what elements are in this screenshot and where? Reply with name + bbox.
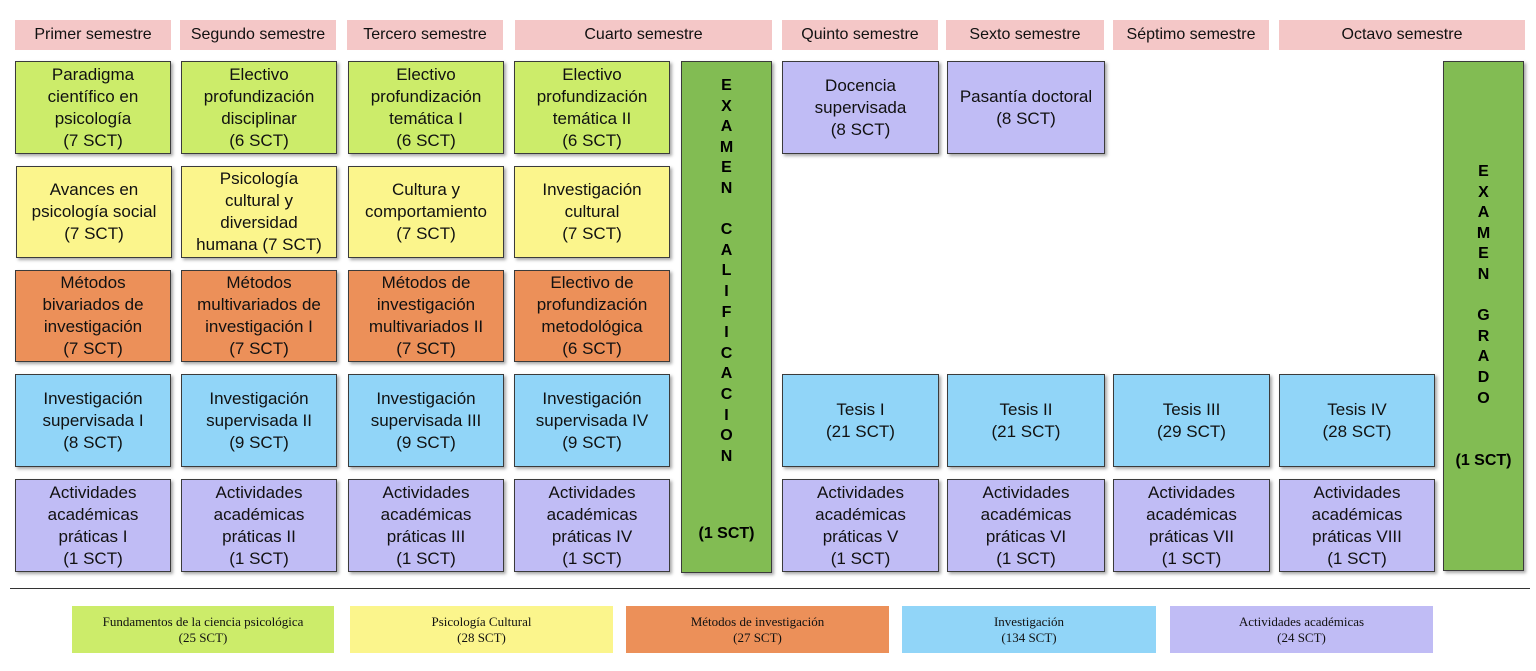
legend-sct: (27 SCT) [733,629,782,645]
course-box: Actividades académicas práticas VIII (1 … [1279,479,1435,572]
legend-sct: (24 SCT) [1277,629,1326,645]
course-box: Actividades académicas práticas IV (1 SC… [514,479,670,572]
course-box: Investigación supervisada I (8 SCT) [15,374,171,467]
course-box: Actividades académicas práticas II (1 SC… [181,479,337,572]
course-box: Avances en psicología social (7 SCT) [16,166,172,258]
legend-label: Psicología Cultural [431,613,532,629]
examen-grado-bar: E X A M E N G R A D O (1 SCT) [1443,61,1524,571]
course-box: Paradigma científico en psicología (7 SC… [15,61,171,154]
legend-label: Actividades académicas [1238,613,1365,629]
course-box: Psicología cultural y diversidad humana … [181,166,337,258]
examen-calificacion-label: E X A M E N C A L I F I C A C I O N [719,77,734,465]
course-box: Docencia supervisada (8 SCT) [782,61,939,154]
course-box: Investigación supervisada II (9 SCT) [181,374,337,467]
divider-line [10,588,1530,589]
header-semester-7: Séptimo semestre [1113,20,1269,50]
legend-label: Investigación [993,613,1065,629]
examen-calificacion-sct: (1 SCT) [698,525,755,542]
course-box: Cultura y comportamiento (7 SCT) [348,166,504,258]
header-semester-6: Sexto semestre [946,20,1104,50]
course-box: Actividades académicas práticas I (1 SCT… [15,479,171,572]
legend-cultural: Psicología Cultural (28 SCT) [350,606,613,653]
examen-calificacion-bar: E X A M E N C A L I F I C A C I O N (1 S… [681,61,772,573]
legend-label: Métodos de investigación [690,613,825,629]
course-box: Tesis IV (28 SCT) [1279,374,1435,467]
header-semester-5: Quinto semestre [782,20,938,50]
course-box: Métodos bivariados de investigación (7 S… [15,270,171,362]
header-semester-2: Segundo semestre [180,20,336,50]
course-box: Electivo de profundización metodológica … [514,270,670,362]
header-semester-8: Octavo semestre [1279,20,1525,50]
legend-sct: (134 SCT) [1001,629,1057,645]
examen-grado-label: E X A M E N G R A D O [1476,163,1491,407]
legend-actividades: Actividades académicas (24 SCT) [1170,606,1433,653]
examen-grado-sct: (1 SCT) [1455,452,1512,469]
course-box: Pasantía doctoral (8 SCT) [947,61,1105,154]
course-box: Actividades académicas práticas VI (1 SC… [947,479,1105,572]
course-box: Investigación cultural (7 SCT) [514,166,670,258]
course-box: Investigación supervisada IV (9 SCT) [514,374,670,467]
course-box: Electivo profundización temática II (6 S… [514,61,670,154]
header-semester-4: Cuarto semestre [515,20,772,50]
legend-metodos: Métodos de investigación (27 SCT) [626,606,889,653]
legend-investigacion: Investigación (134 SCT) [902,606,1156,653]
header-semester-1: Primer semestre [15,20,171,50]
course-box: Actividades académicas práticas III (1 S… [348,479,504,572]
course-box: Electivo profundización temática I (6 SC… [348,61,504,154]
course-box: Métodos de investigación multivariados I… [348,270,504,362]
course-box: Tesis I (21 SCT) [782,374,939,467]
legend-fundamentos: Fundamentos de la ciencia psicológica (2… [72,606,334,653]
course-box: Investigación supervisada III (9 SCT) [348,374,504,467]
course-box: Actividades académicas práticas V (1 SCT… [782,479,939,572]
course-box: Electivo profundización disciplinar (6 S… [181,61,337,154]
legend-sct: (28 SCT) [457,629,506,645]
legend-label: Fundamentos de la ciencia psicológica [102,613,304,629]
header-semester-3: Tercero semestre [347,20,503,50]
course-box: Métodos multivariados de investigación I… [181,270,337,362]
course-box: Actividades académicas práticas VII (1 S… [1113,479,1270,572]
course-box: Tesis III (29 SCT) [1113,374,1270,467]
legend-sct: (25 SCT) [178,629,228,645]
course-box: Tesis II (21 SCT) [947,374,1105,467]
